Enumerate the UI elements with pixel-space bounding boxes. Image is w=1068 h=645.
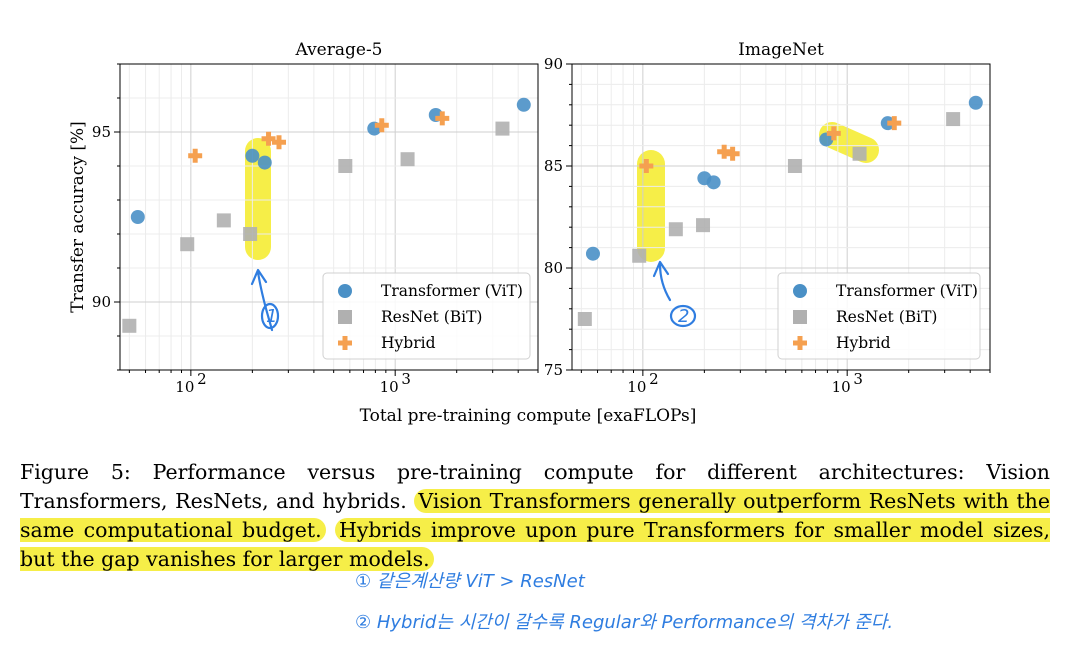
x-tick-exponent: 2: [649, 370, 659, 388]
y-tick-label: 95: [92, 123, 111, 141]
resnet-point: [852, 146, 867, 161]
y-tick-label: 85: [544, 157, 563, 175]
note-1: ① 같은계산량 ViT > ResNet: [355, 571, 586, 592]
note-2: ② Hybrid는 시간이 갈수록 Regular와 Performance의 …: [355, 612, 893, 633]
resnet-point: [577, 312, 592, 326]
legend-label: Transformer (ViT): [381, 282, 523, 300]
resnet-point: [696, 218, 711, 233]
legend: Transformer (ViT) ResNet (BiT) Hybrid: [777, 272, 981, 360]
hybrid-point: [261, 131, 276, 146]
legend-label: Transformer (ViT): [836, 282, 978, 300]
y-tick-label: 90: [92, 293, 111, 311]
handwritten-notes: ① 같은계산량 ViT > ResNet ② Hybrid는 시간이 갈수록 R…: [355, 571, 893, 633]
data-points: [577, 95, 983, 326]
vit-point: [585, 246, 600, 261]
resnet-point: [243, 227, 258, 241]
resnet-point: [946, 112, 961, 127]
legend-label: Hybrid: [381, 334, 436, 352]
legend-vit-marker: [338, 284, 352, 298]
hybrid-point: [725, 146, 740, 161]
hybrid-point: [374, 118, 389, 133]
resnet-point: [180, 237, 195, 252]
y-tick-label: 90: [544, 55, 563, 73]
vit-point: [257, 155, 272, 170]
marker-1-text: 1: [266, 306, 277, 327]
hybrid-point: [188, 148, 203, 163]
resnet-point: [632, 248, 647, 263]
y-tick-label: 80: [544, 259, 563, 277]
circle-2-icon: [669, 304, 697, 328]
resnet-point: [338, 159, 353, 173]
x-tick-label: 10: [832, 378, 851, 396]
marker-2-text: 2: [678, 306, 689, 327]
legend-resnet-marker: [338, 310, 352, 324]
legend-vit-marker: [793, 284, 807, 298]
legend-label: Hybrid: [836, 334, 891, 352]
plot-highlights: [245, 122, 879, 262]
caption-part1: Figure 5: Performance versus pre-trainin…: [20, 460, 1050, 513]
vit-point: [706, 175, 721, 190]
legend-box: [777, 272, 981, 360]
legend: Transformer (ViT) ResNet (BiT) Hybrid: [322, 272, 531, 360]
vit-point: [516, 97, 531, 112]
highlight-right-plot-a: [637, 150, 665, 262]
legend-resnet-marker: [793, 310, 807, 324]
legend-label: ResNet (BiT): [836, 308, 937, 326]
x-tick-label: 10: [627, 378, 646, 396]
resnet-point: [400, 152, 415, 167]
resnet-point: [122, 318, 137, 333]
x-axis-label: Total pre-training compute [exaFLOPs]: [360, 406, 697, 426]
resnet-point: [216, 213, 231, 228]
x-tick-label: 10: [380, 378, 399, 396]
hybrid-point: [887, 116, 902, 131]
hybrid-point: [639, 159, 654, 173]
legend-label: ResNet (BiT): [381, 308, 482, 326]
x-tick-exponent: 2: [197, 370, 207, 388]
vit-point: [968, 95, 983, 110]
resnet-point: [495, 121, 510, 136]
panel-title: ImageNet: [738, 40, 824, 60]
data-points: [122, 97, 531, 333]
panel-title: Average-5: [294, 40, 382, 60]
legend-hybrid-marker: [793, 336, 807, 350]
legend-hybrid-marker: [338, 336, 352, 350]
hybrid-point: [826, 126, 841, 141]
x-tick-exponent: 3: [853, 370, 863, 388]
x-tick-exponent: 3: [401, 370, 411, 388]
vit-point: [130, 210, 145, 224]
axes-frame: [119, 63, 539, 371]
vit-point: [245, 148, 260, 163]
legend-box: [322, 272, 531, 360]
vit-point: [819, 132, 834, 147]
figure-caption: Figure 5: Performance versus pre-trainin…: [20, 458, 1050, 574]
arrow-2-icon: [652, 260, 672, 302]
hybrid-point: [717, 144, 732, 159]
circle-1-icon: [260, 302, 280, 330]
y-tick-label: 75: [544, 361, 563, 379]
resnet-point: [787, 159, 802, 173]
hybrid-point: [435, 111, 450, 126]
resnet-point: [668, 222, 683, 237]
axes-frame: [571, 63, 991, 371]
y-axis-label: Transfer accuracy [%]: [68, 121, 88, 313]
x-tick-label: 10: [175, 378, 194, 396]
hybrid-point: [271, 135, 286, 150]
handwritten-markers: 1 2: [250, 260, 697, 332]
